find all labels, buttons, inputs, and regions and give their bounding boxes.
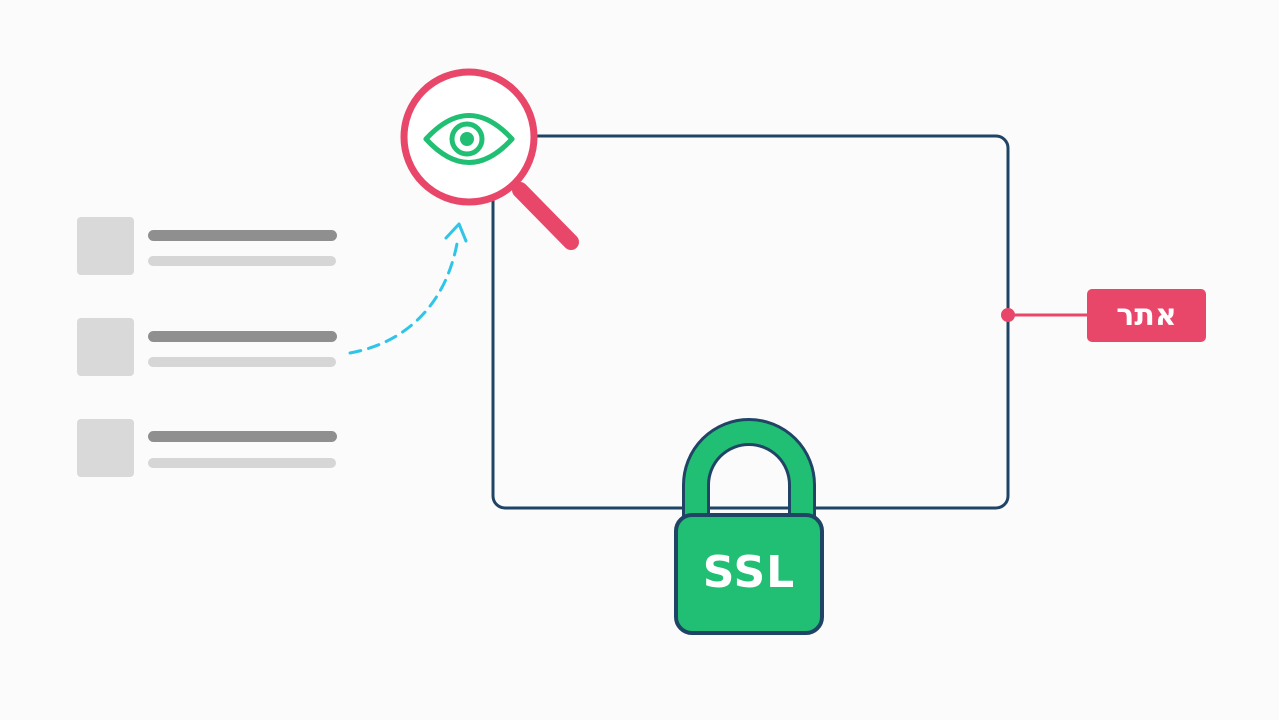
magnifier-icon — [400, 68, 579, 250]
lock-body — [674, 513, 824, 635]
list-item-title-bar — [148, 230, 337, 241]
arrow-head — [444, 222, 468, 243]
list-item-subtitle-bar — [148, 256, 336, 266]
list-item-thumbnail — [77, 217, 134, 275]
lock-shackle — [685, 421, 813, 540]
lock-icon — [674, 418, 824, 635]
list-item-thumbnail — [77, 318, 134, 376]
dashed-arrow — [348, 236, 460, 355]
eye-pupil — [460, 132, 474, 146]
magnifier-handle — [512, 182, 579, 250]
list-item — [77, 419, 337, 477]
eye-outline — [423, 113, 515, 165]
website-frame — [491, 134, 1010, 510]
list-item-thumbnail — [77, 419, 134, 477]
list-item — [77, 217, 337, 275]
result-list — [77, 217, 337, 477]
site-label-badge: אתר — [1087, 289, 1206, 342]
list-item-subtitle-bar — [148, 458, 336, 468]
eye-icon — [423, 113, 515, 165]
site-connector-dot — [1001, 308, 1015, 322]
list-item — [77, 318, 337, 376]
ssl-label: SSL — [702, 547, 796, 598]
list-item-subtitle-bar — [148, 357, 336, 367]
list-item-title-bar — [148, 431, 337, 442]
eye-iris — [449, 121, 485, 157]
list-item-title-bar — [148, 331, 337, 342]
